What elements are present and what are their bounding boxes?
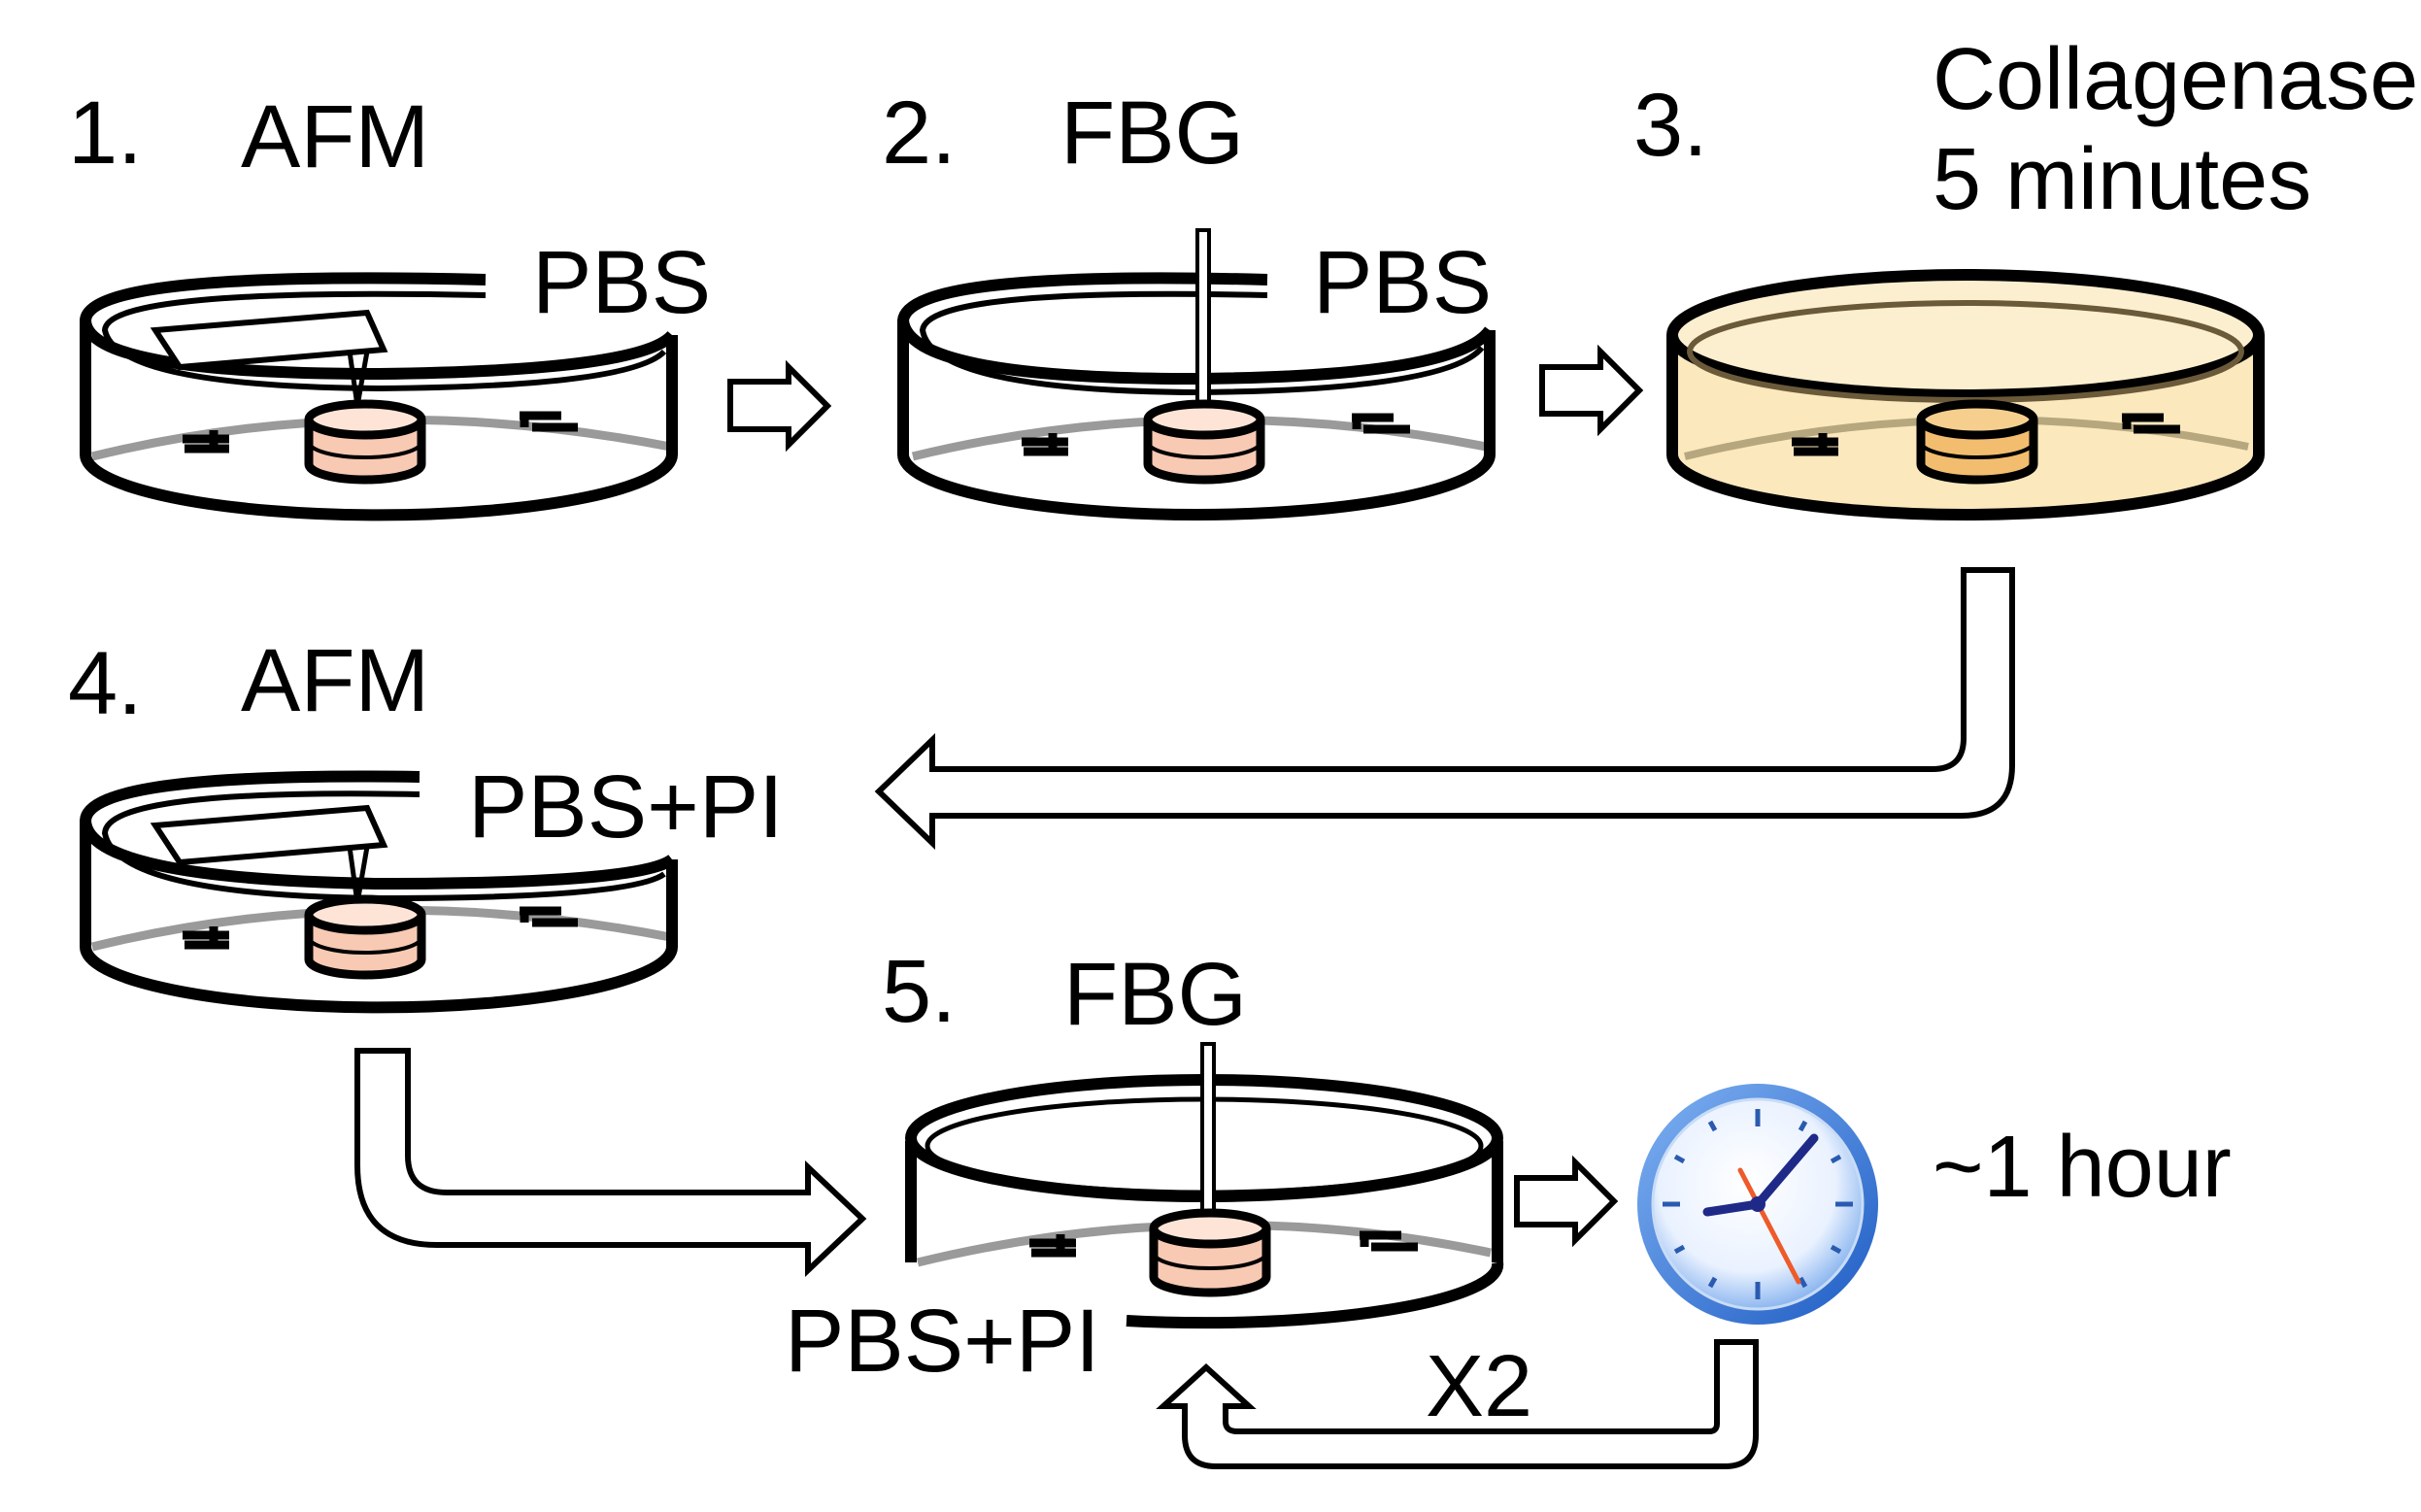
step-5-solution: PBS+PI xyxy=(785,1292,1100,1391)
step-3-note-line2: 5 minutes xyxy=(1933,131,2311,228)
clock-icon xyxy=(1637,1084,1878,1325)
repeat-label: X2 xyxy=(1426,1338,1532,1435)
arrow-step4-to-step5 xyxy=(354,1048,867,1277)
fbg-fiber-icon xyxy=(1195,228,1211,431)
step-5-label: FBG xyxy=(1063,945,1247,1044)
step-3: 3. Collagenase 5 minutes xyxy=(1633,31,2418,521)
tissue-sample-icon xyxy=(304,894,426,980)
petri-dish-icon xyxy=(79,770,678,1014)
step-4: 4. AFM PBS+PI xyxy=(68,631,784,1014)
arrow-step5-to-clock xyxy=(1514,1155,1619,1248)
step-4-label: AFM xyxy=(241,631,429,730)
afm-cantilever-icon xyxy=(150,309,388,407)
arrow-repeat-loop xyxy=(1156,1339,1759,1469)
step-4-number: 4. xyxy=(68,634,143,733)
petri-dish-icon xyxy=(896,272,1496,521)
tissue-sample-icon xyxy=(1143,399,1265,485)
step-1-number: 1. xyxy=(68,84,143,183)
step-3-number: 3. xyxy=(1633,76,1708,175)
tissue-sample-icon xyxy=(304,399,426,485)
clock-duration-note: ~1 hour xyxy=(1933,1119,2232,1216)
step-2-label: FBG xyxy=(1060,84,1244,183)
step-4-solution: PBS+PI xyxy=(468,757,784,857)
step-2: 2. FBG PBS xyxy=(882,84,1496,521)
arrow-step2-to-step3 xyxy=(1539,344,1644,437)
step-1-solution: PBS xyxy=(532,233,711,332)
step-5-number: 5. xyxy=(882,942,957,1041)
arrow-step1-to-step2 xyxy=(727,359,832,453)
step-2-number: 2. xyxy=(882,84,957,183)
step-1: 1. AFM PBS xyxy=(68,84,711,521)
step-3-note-line1: Collagenase xyxy=(1933,31,2418,128)
tissue-sample-icon xyxy=(1149,1208,1271,1297)
tissue-sample-icon xyxy=(1916,399,2038,485)
step-5: 5. FBG PBS+PI xyxy=(785,942,1504,1391)
arrow-step3-to-step4 xyxy=(874,567,2015,851)
step-1-label: AFM xyxy=(241,87,429,186)
afm-cantilever-icon xyxy=(150,804,388,904)
step-2-solution: PBS xyxy=(1313,233,1492,332)
